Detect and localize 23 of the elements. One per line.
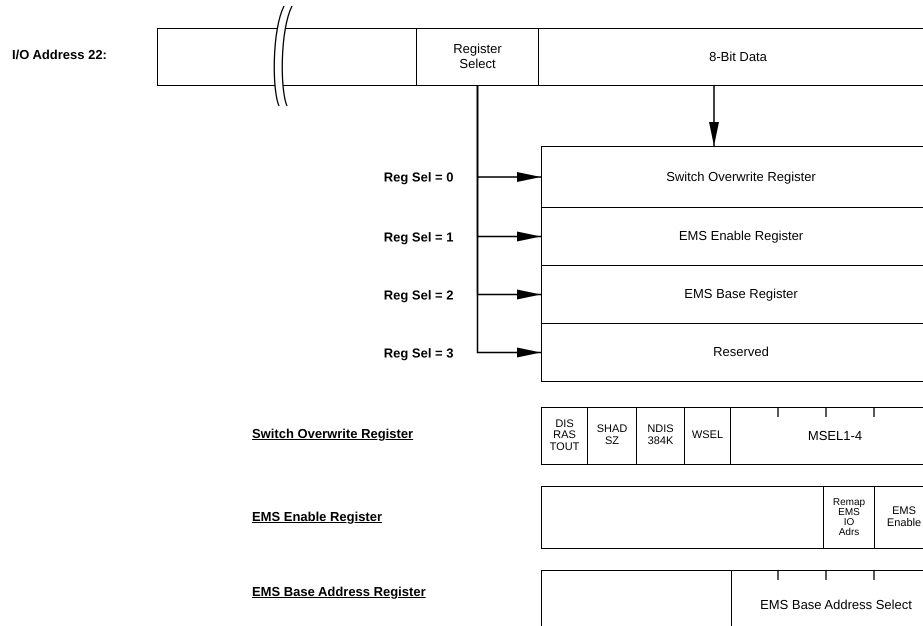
register-field: NDIS 384K [636, 407, 685, 465]
register-field: DIS RAS TOUT [541, 407, 588, 465]
address-label: I/O Address 22: [12, 47, 107, 62]
arrow [476, 86, 541, 358]
register-heading: EMS Enable Register [252, 509, 382, 524]
register-field: 8-Bit Data [538, 28, 923, 86]
register-field: Switch Overwrite Register [541, 146, 923, 208]
register-field: WSEL [684, 407, 731, 465]
register-cell [541, 486, 824, 549]
register-field: Reserved [541, 323, 923, 382]
register-field: MSEL1-4 [730, 407, 923, 465]
register-field: EMS Enable [874, 486, 923, 549]
register-cell [541, 570, 732, 626]
register-heading: EMS Base Address Register [252, 584, 426, 599]
register-field: Remap EMS IO Adrs [823, 486, 875, 549]
edge-label: Reg Sel = 2 [382, 287, 456, 302]
edge-label: Reg Sel = 0 [382, 170, 456, 184]
register-field: SHAD SZ [587, 407, 637, 465]
register-field: Register Select [416, 28, 539, 86]
arrow [709, 86, 719, 146]
edge-label: Reg Sel = 1 [382, 229, 456, 244]
edge-label: Reg Sel = 3 [382, 345, 456, 360]
register-heading: Switch Overwrite Register [252, 426, 414, 441]
